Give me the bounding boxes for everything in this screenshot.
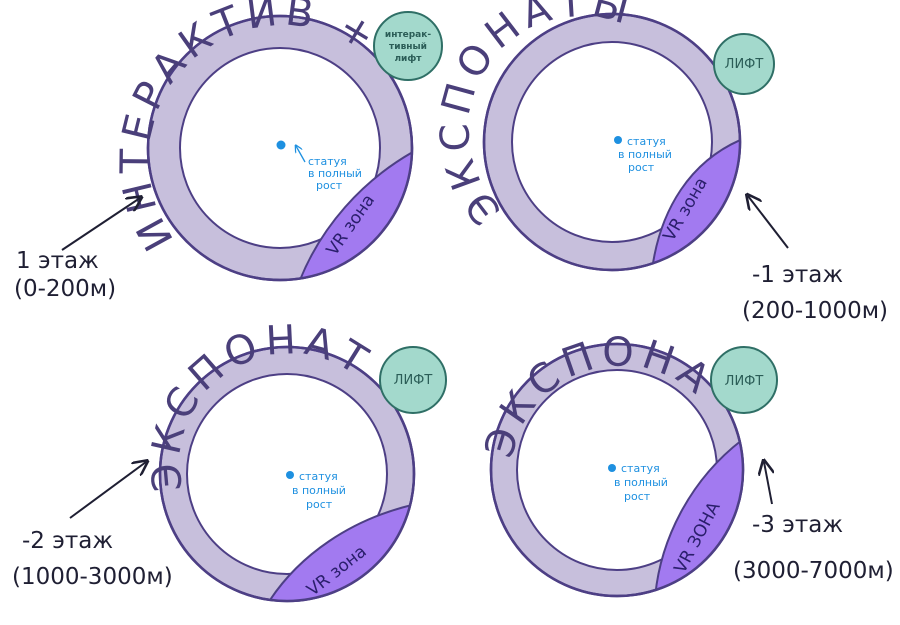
floor-minus1-range: (200-1000м) — [742, 298, 888, 324]
floor-minus1-hall — [511, 41, 713, 243]
floor-minus2-pointer-arrow — [69, 462, 146, 519]
floor-1-pointer-arrow — [61, 198, 140, 251]
floor-1-range: (0-200м) — [14, 276, 116, 302]
floor-1-plan: ИНТЕРАКТИВ + ЭКСПОНАТЫ интерак- тивный л… — [0, 0, 443, 302]
floor-minus1-lift — [713, 33, 775, 95]
floor-1-statue-arrow — [296, 146, 306, 163]
floor-1-lift-line-3: лифт — [394, 54, 422, 64]
floor-minus3-range: (3000-7000м) — [733, 558, 894, 584]
floor-minus1-lift-label: ЛИФТ — [725, 57, 764, 72]
floor-minus2-statue-line-3: рост — [306, 498, 333, 511]
floor-1-statue-line-3: рост — [316, 179, 343, 192]
floor-minus1-statue-line-2: в полный — [618, 148, 672, 161]
floor-1-lift — [373, 11, 443, 81]
floor-1-lift-line-1: интерак- — [385, 30, 431, 40]
floor-minus1-statue-line-1: статуя — [627, 135, 666, 148]
floor-minus3-statue-line-1: статуя — [621, 462, 660, 475]
floor-minus2-statue-line-1: статуя — [299, 470, 338, 483]
floor-1-title: 1 этаж — [16, 248, 99, 274]
floor-minus3-lift-label: ЛИФТ — [725, 374, 764, 389]
floor-minus3-ring-outline — [489, 342, 745, 598]
floor-minus2-statue-dot — [286, 471, 294, 479]
floor-minus1-pointer-arrow — [748, 196, 789, 249]
floor-1-vr-zone — [298, 147, 412, 280]
floor-minus3-statue-line-3: рост — [624, 490, 651, 503]
floor-minus3-statue-line-2: в полный — [614, 476, 668, 489]
floor-1-statue-line-1: статуя — [308, 155, 347, 168]
floor-minus1-statue-dot — [614, 136, 622, 144]
floor-minus2-range: (1000-3000м) — [12, 564, 173, 590]
floor-minus1-statue-line-3: рост — [628, 161, 655, 174]
floor-1-statue-dot — [276, 140, 286, 150]
floor-minus2-ring-outline — [158, 345, 416, 603]
floor-minus3-statue-dot — [608, 464, 616, 472]
floor-minus2-title: -2 этаж — [22, 528, 113, 554]
floor-minus3-pointer-arrow — [764, 462, 772, 505]
floor-1-ring-outline — [146, 14, 414, 282]
floor-minus3-title: -3 этаж — [752, 512, 843, 538]
floor-minus1-title: -1 этаж — [752, 262, 843, 288]
floor-1-lift-line-2: тивный — [389, 42, 427, 52]
floor-minus3-lift — [710, 346, 778, 414]
floor-1-statue-line-2: в полный — [308, 167, 362, 180]
floor-minus2-lift — [379, 346, 447, 414]
floor-minus2-statue-line-2: в полный — [292, 484, 346, 497]
floor-minus1-plan: ЭКСПОНАТЫ ЛИФТ VR зона статуя в полный р… — [432, 0, 888, 324]
floor-minus1-ring-outline — [482, 12, 742, 272]
floor-minus2-lift-label: ЛИФТ — [394, 373, 433, 388]
